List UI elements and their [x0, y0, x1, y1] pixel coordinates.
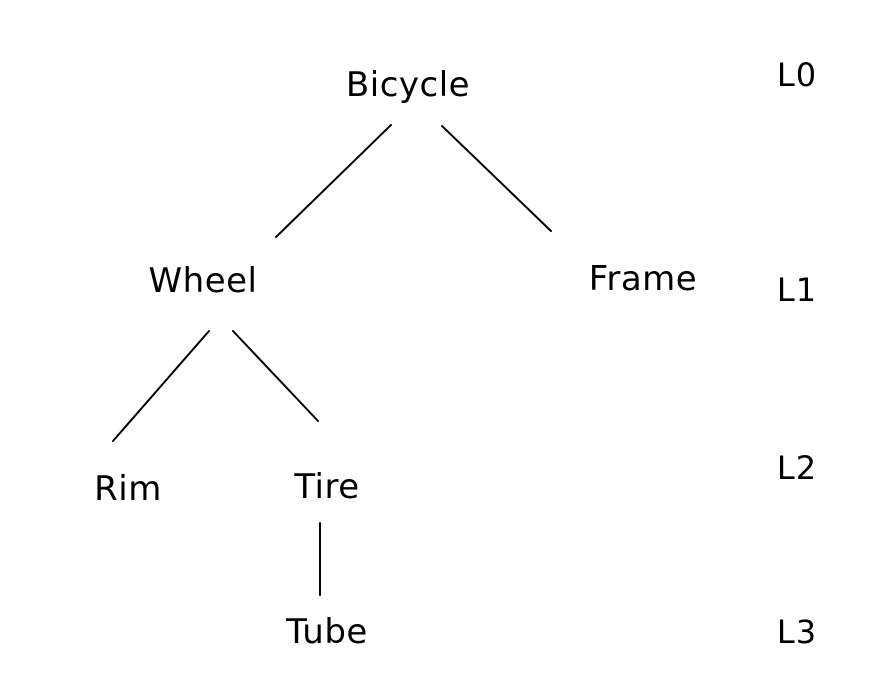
- edge-bicycle-frame: [441, 125, 552, 232]
- level-label-l1: L1: [776, 271, 818, 309]
- node-rim[interactable]: Rim: [94, 469, 162, 509]
- level-label-l0: L0: [776, 56, 818, 94]
- edge-bicycle-wheel: [275, 124, 392, 238]
- node-frame[interactable]: Frame: [588, 259, 698, 299]
- level-label-l3: L3: [776, 613, 818, 651]
- level-label-l2: L2: [776, 449, 818, 487]
- node-wheel[interactable]: Wheel: [148, 261, 258, 301]
- node-tube[interactable]: Tube: [286, 612, 368, 652]
- edge-wheel-tire: [232, 330, 319, 422]
- node-tire[interactable]: Tire: [294, 467, 360, 507]
- node-bicycle[interactable]: Bicycle: [345, 65, 471, 105]
- edge-wheel-rim: [112, 330, 210, 442]
